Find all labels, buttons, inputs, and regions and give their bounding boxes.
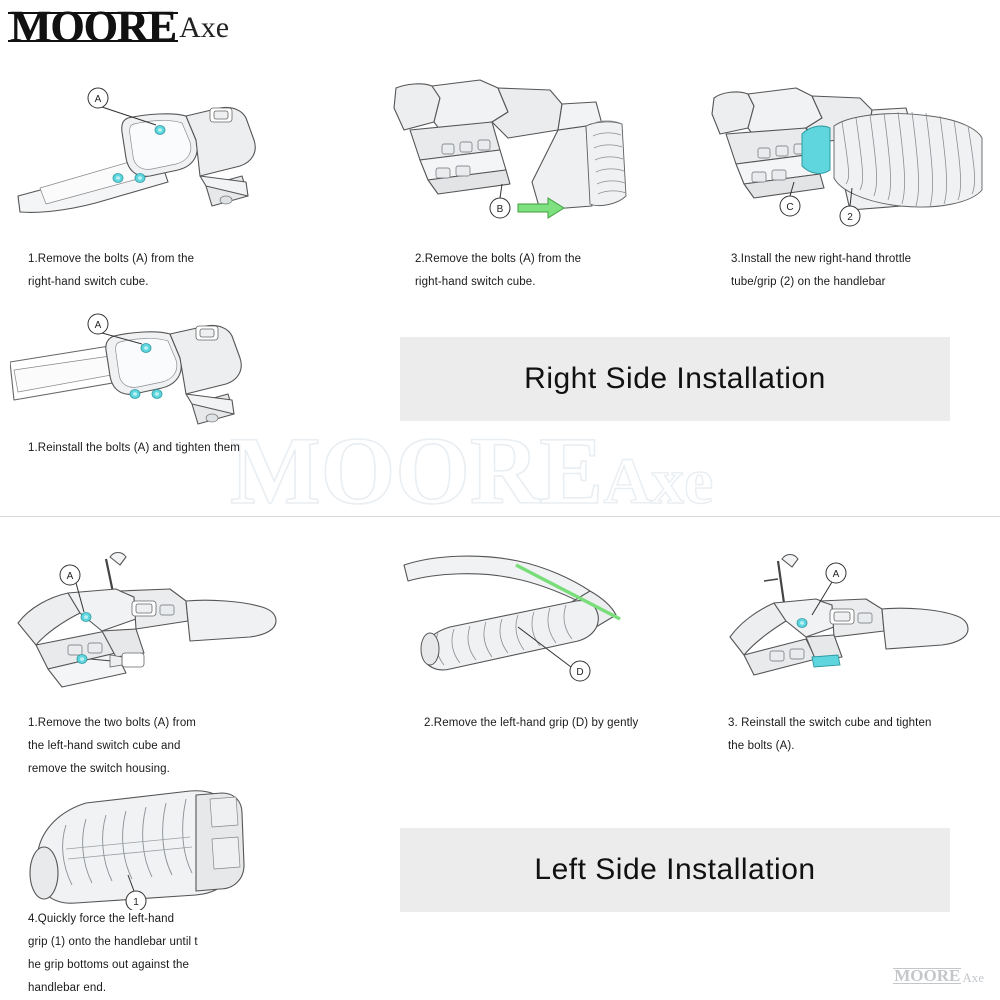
caption-right-step-3-line1: 3.Install the new right-hand throttle bbox=[731, 253, 912, 265]
caption-left-step-1-line3: remove the switch housing. bbox=[28, 763, 170, 775]
caption-right-step-2: 2.Remove the bolts (A) from the right-ha… bbox=[415, 248, 695, 294]
caption-right-step-3: 3.Install the new right-hand throttle tu… bbox=[731, 248, 991, 294]
callout-label-1: 1 bbox=[133, 897, 139, 908]
figure-right-step-2: B bbox=[380, 78, 660, 228]
banner-right-side-installation: Right Side Installation bbox=[400, 337, 950, 421]
figure-left-step-2: D bbox=[390, 545, 680, 690]
watermark-corner-main: MOORE bbox=[893, 966, 962, 985]
caption-right-step-3-line2: tube/grip (2) on the handlebar bbox=[731, 276, 886, 288]
caption-left-step-1: 1.Remove the two bolts (A) from the left… bbox=[28, 712, 308, 781]
callout-label-d: D bbox=[576, 667, 583, 678]
caption-left-step-2: 2.Remove the left-hand grip (D) by gentl… bbox=[424, 712, 724, 735]
caption-left-step-3: 3. Reinstall the switch cube and tighten… bbox=[728, 712, 998, 758]
banner-left-side-installation: Left Side Installation bbox=[400, 828, 950, 912]
caption-left-step-3-line2: the bolts (A). bbox=[728, 740, 795, 752]
caption-right-step-1-line1: 1.Remove the bolts (A) from the bbox=[28, 253, 195, 265]
watermark-corner-sub: Axe bbox=[962, 970, 984, 985]
callout-label-a: A bbox=[95, 94, 102, 105]
figure-right-step-3: C 2 bbox=[700, 78, 990, 228]
watermark-center-main: MOORE bbox=[229, 416, 604, 525]
brand-logo-main: MOORE bbox=[8, 2, 179, 51]
callout-label-a-reinstall: A bbox=[95, 320, 102, 331]
caption-right-step-2-line1: 2.Remove the bolts (A) from the bbox=[415, 253, 582, 265]
brand-logo-sub: Axe bbox=[179, 10, 230, 44]
callout-label-a-left: A bbox=[67, 571, 74, 582]
watermark-center-sub: Axe bbox=[603, 444, 714, 518]
watermark-center: MOOREAxe bbox=[229, 415, 714, 526]
caption-left-step-4-line1: 4.Quickly force the left-hand bbox=[28, 913, 175, 925]
watermark-corner: MOORE Axe bbox=[893, 966, 984, 986]
banner-right-label: Right Side Installation bbox=[524, 362, 826, 395]
figure-left-step-1: A bbox=[10, 545, 300, 695]
callout-label-c: C bbox=[786, 202, 793, 213]
caption-left-step-2-line1: 2.Remove the left-hand grip (D) by gentl… bbox=[424, 717, 639, 729]
caption-right-step-1-line2: right-hand switch cube. bbox=[28, 276, 149, 288]
caption-right-step-2-line2: right-hand switch cube. bbox=[415, 276, 536, 288]
figure-left-step-3: A bbox=[720, 545, 990, 690]
caption-right-step-1: 1.Remove the bolts (A) from the right-ha… bbox=[28, 248, 288, 294]
figure-right-step-4: A bbox=[10, 310, 300, 430]
callout-label-2: 2 bbox=[847, 212, 853, 223]
caption-right-step-4: 1.Reinstall the bolts (A) and tighten th… bbox=[28, 437, 328, 460]
section-divider bbox=[0, 516, 1000, 517]
callout-label-b: B bbox=[497, 204, 504, 215]
callout-label-a-left-reinstall: A bbox=[833, 569, 840, 580]
caption-left-step-3-line1: 3. Reinstall the switch cube and tighten bbox=[728, 717, 932, 729]
caption-left-step-1-line2: the left-hand switch cube and bbox=[28, 740, 181, 752]
caption-left-step-4: 4.Quickly force the left-hand grip (1) o… bbox=[28, 908, 258, 1000]
banner-left-label: Left Side Installation bbox=[534, 853, 816, 886]
brand-logo: MOORE Axe bbox=[8, 2, 230, 51]
caption-left-step-4-line4: handlebar end. bbox=[28, 982, 107, 994]
caption-left-step-4-line3: he grip bottoms out against the bbox=[28, 959, 190, 971]
figure-right-step-1: A bbox=[10, 78, 310, 218]
caption-right-step-4-line1: 1.Reinstall the bolts (A) and tighten th… bbox=[28, 442, 240, 454]
figure-left-step-4: 1 bbox=[10, 785, 280, 910]
caption-left-step-4-line2: grip (1) onto the handlebar until t bbox=[28, 936, 198, 948]
caption-left-step-1-line1: 1.Remove the two bolts (A) from bbox=[28, 717, 196, 729]
